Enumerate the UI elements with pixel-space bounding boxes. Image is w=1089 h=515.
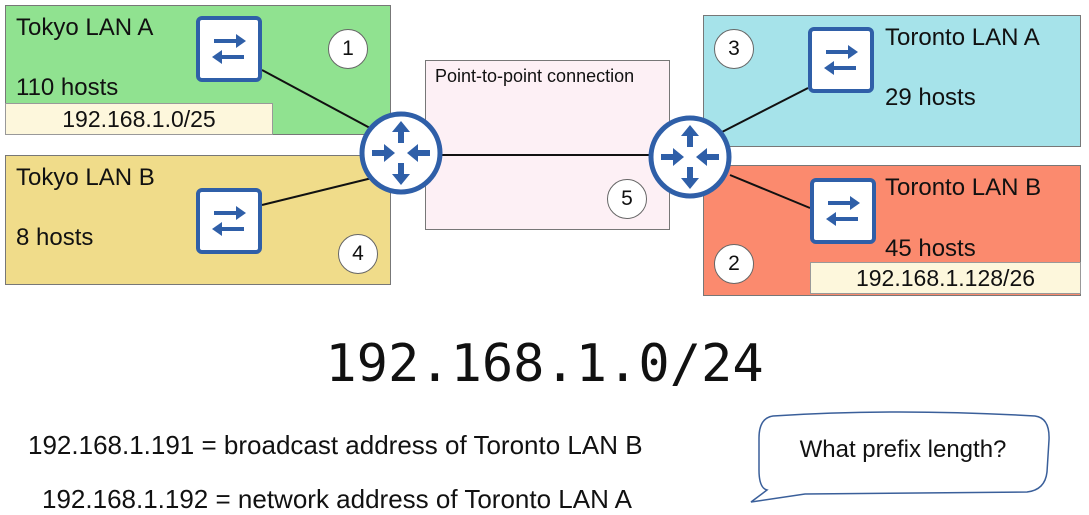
point-to-point-label: Point-to-point connection: [435, 66, 635, 86]
toronto-lan-b-title: Toronto LAN B: [885, 174, 1042, 201]
badge-3: 3: [714, 29, 754, 69]
switch-icon: [196, 188, 262, 254]
speech-bubble: [750, 411, 1050, 503]
note-broadcast: 192.168.1.191 = broadcast address of Tor…: [28, 430, 643, 460]
switch-icon: [196, 16, 262, 82]
toronto-lan-a-hosts: 29 hosts: [885, 84, 976, 111]
switch-icon: [808, 27, 874, 93]
tokyo-lan-a-title: Tokyo LAN A: [16, 14, 154, 41]
tokyo-lan-b-hosts: 8 hosts: [16, 224, 94, 251]
badge-2: 2: [714, 244, 754, 284]
tokyo-lan-a-hosts: 110 hosts: [16, 74, 119, 101]
badge-1: 1: [328, 29, 368, 69]
toronto-lan-b-subnet: 192.168.1.128/26: [810, 262, 1081, 294]
note-network: 192.168.1.192 = network address of Toron…: [42, 484, 632, 514]
tokyo-lan-b-title: Tokyo LAN B: [16, 164, 155, 191]
network-address: 192.168.1.0/24: [325, 334, 764, 394]
badge-5: 5: [607, 179, 647, 219]
switch-icon: [810, 178, 876, 244]
router-icon: [359, 111, 443, 195]
network-links: [261, 69, 811, 209]
toronto-lan-a-title: Toronto LAN A: [885, 24, 1040, 51]
toronto-lan-a-region: [703, 15, 1081, 147]
tokyo-lan-a-subnet: 192.168.1.0/25: [5, 103, 273, 135]
speech-bubble-text: What prefix length?: [799, 436, 1007, 463]
toronto-lan-b-hosts: 45 hosts: [885, 235, 976, 262]
router-icon: [648, 115, 732, 199]
badge-4: 4: [338, 234, 378, 274]
